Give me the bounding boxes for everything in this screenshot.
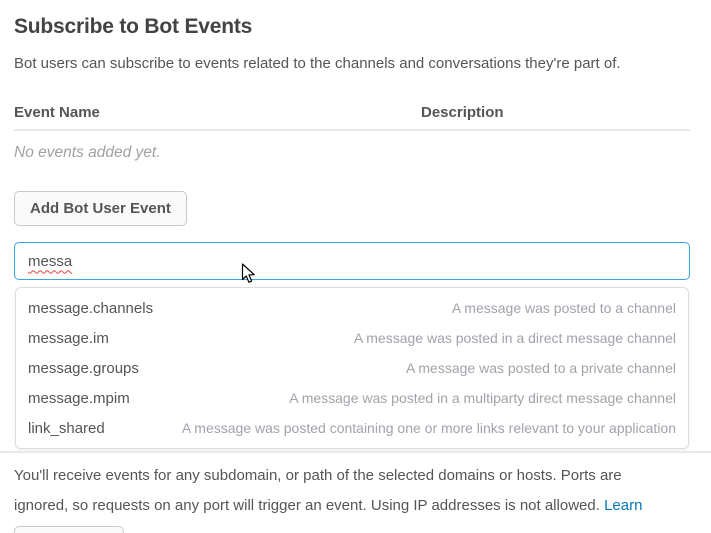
- suggestion-link-shared[interactable]: link_shared A message was posted contain…: [16, 413, 688, 443]
- column-header-description: Description: [421, 104, 504, 121]
- footer-note-text: You'll receive events for any subdomain,…: [14, 467, 622, 514]
- suggestion-name: message.mpim: [28, 389, 130, 407]
- events-footer-note: You'll receive events for any subdomain,…: [14, 461, 676, 533]
- page-subtitle: Bot users can subscribe to events relate…: [14, 55, 621, 72]
- suggestion-message-im[interactable]: message.im A message was posted in a dir…: [16, 323, 688, 353]
- add-bot-user-event-button[interactable]: Add Bot User Event: [14, 191, 187, 226]
- section-divider: [0, 451, 711, 453]
- event-name-search-input[interactable]: messa: [14, 242, 690, 280]
- suggestion-description: A message was posted in a direct message…: [353, 330, 676, 346]
- event-input-value: messa: [28, 252, 73, 270]
- column-header-event-name: Event Name: [14, 104, 100, 121]
- event-suggestions-dropdown: message.channels A message was posted to…: [15, 287, 689, 449]
- suggestion-description: A message was posted in a multiparty dir…: [289, 390, 676, 406]
- suggestion-message-mpim[interactable]: message.mpim A message was posted in a m…: [16, 383, 688, 413]
- suggestion-name: message.im: [28, 329, 109, 347]
- empty-events-message: No events added yet.: [14, 144, 161, 161]
- suggestion-description: A message was posted containing one or m…: [181, 420, 676, 436]
- suggestion-name: link_shared: [28, 419, 105, 437]
- partial-bottom-button[interactable]: [14, 526, 124, 533]
- suggestion-message-groups[interactable]: message.groups A message was posted to a…: [16, 353, 688, 383]
- suggestion-description: A message was posted to a channel: [451, 300, 676, 316]
- suggestion-name: message.groups: [28, 359, 139, 377]
- table-header-divider: [14, 129, 690, 131]
- suggestion-description: A message was posted to a private channe…: [405, 360, 676, 376]
- suggestion-name: message.channels: [28, 299, 154, 317]
- page-title: Subscribe to Bot Events: [14, 15, 253, 38]
- suggestion-message-channels[interactable]: message.channels A message was posted to…: [16, 293, 688, 323]
- events-table-header: Event Name Description: [14, 104, 690, 121]
